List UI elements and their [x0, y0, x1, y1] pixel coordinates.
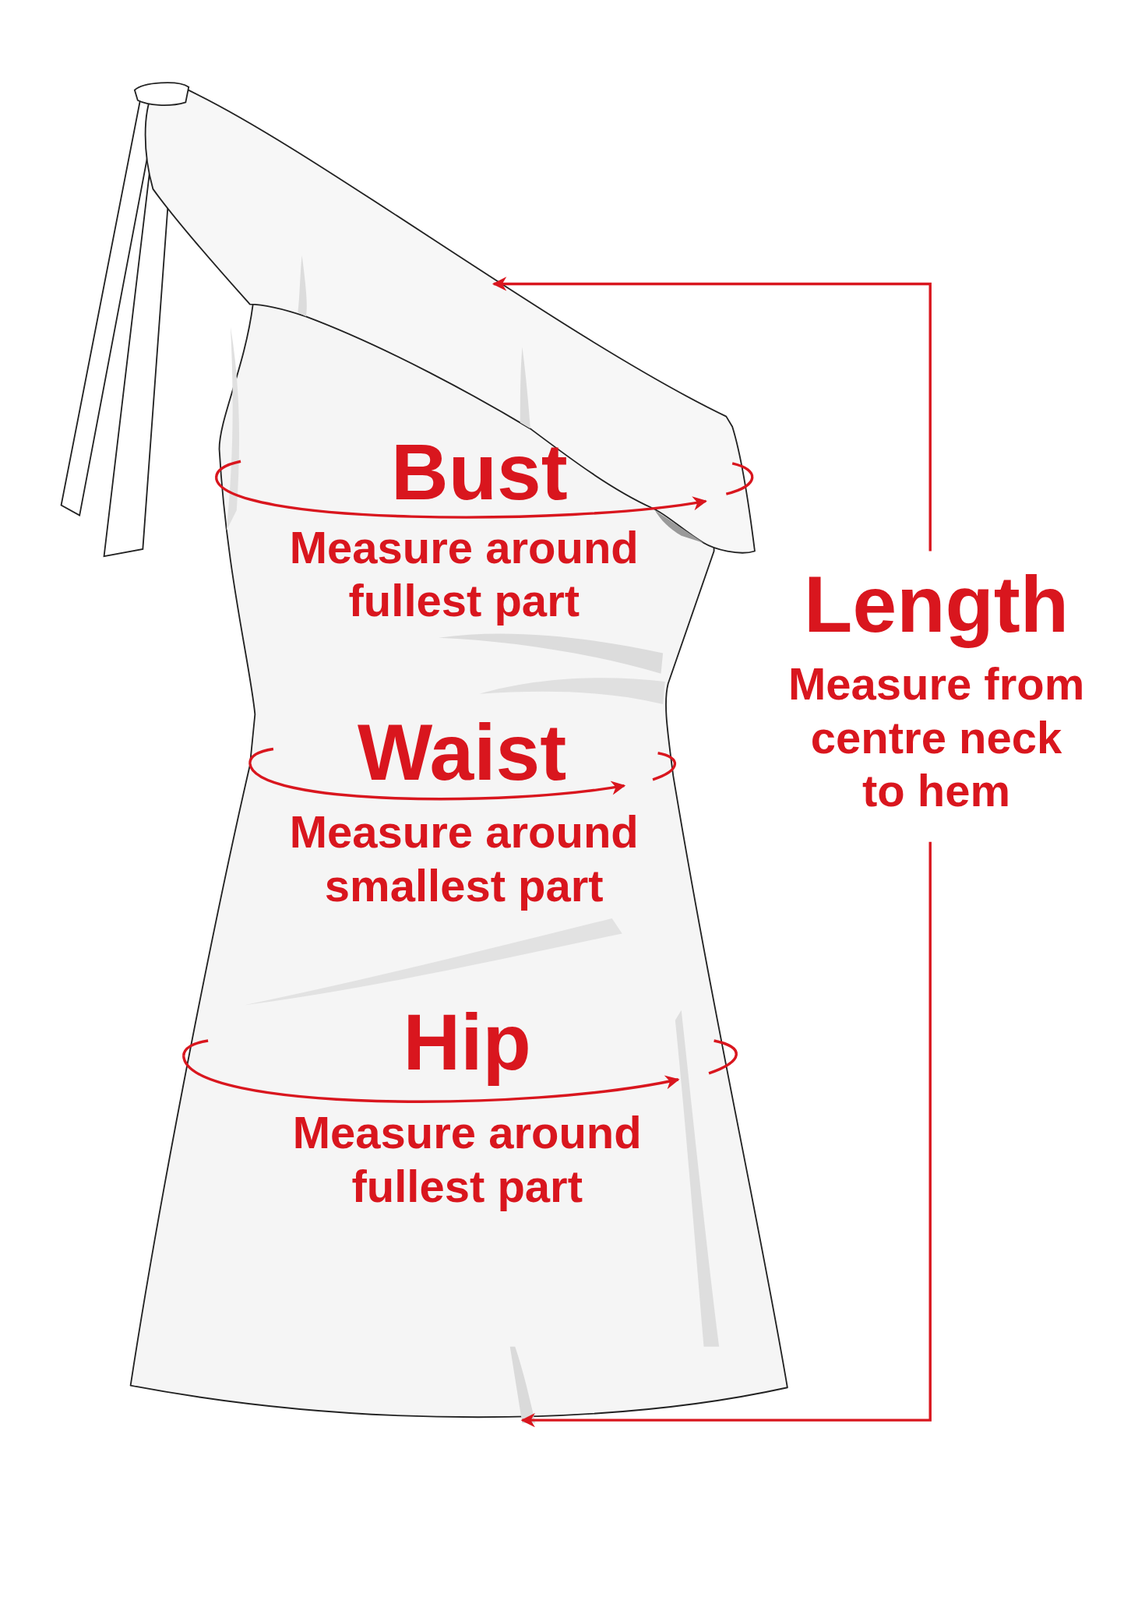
ruffle-shadow — [655, 510, 705, 543]
dress-ruffle — [145, 87, 755, 554]
bust-measure-arc — [725, 463, 752, 494]
measurement-instruction: Measure around fullest part — [288, 521, 641, 628]
measurement-instruction: Measure around fullest part — [291, 1106, 644, 1213]
shoulder-knot — [134, 82, 189, 106]
fabric-shading — [438, 634, 663, 674]
waist-measure-arc — [652, 753, 675, 780]
measurement-heading: Hip — [403, 1002, 532, 1082]
measurement-heading: Bust — [391, 432, 568, 512]
bust-measure-arc — [216, 461, 241, 478]
fabric-shading — [520, 347, 531, 430]
measurement-heading: Waist — [357, 712, 567, 793]
measurement-heading: Length — [803, 564, 1069, 645]
fabric-shading — [244, 918, 622, 1005]
measurement-instruction: Measure from centre neck to hem — [786, 657, 1087, 818]
hip-measure-arc — [708, 1040, 737, 1074]
fabric-shading — [479, 677, 665, 705]
fabric-shading — [297, 255, 307, 318]
fabric-shading — [226, 326, 240, 531]
hip-measure-arc — [183, 1040, 208, 1057]
fabric-shading — [510, 1346, 536, 1424]
waist-measure-arc — [250, 749, 274, 764]
fabric-shading — [675, 1010, 719, 1347]
measurement-instruction: Measure around smallest part — [288, 805, 641, 913]
